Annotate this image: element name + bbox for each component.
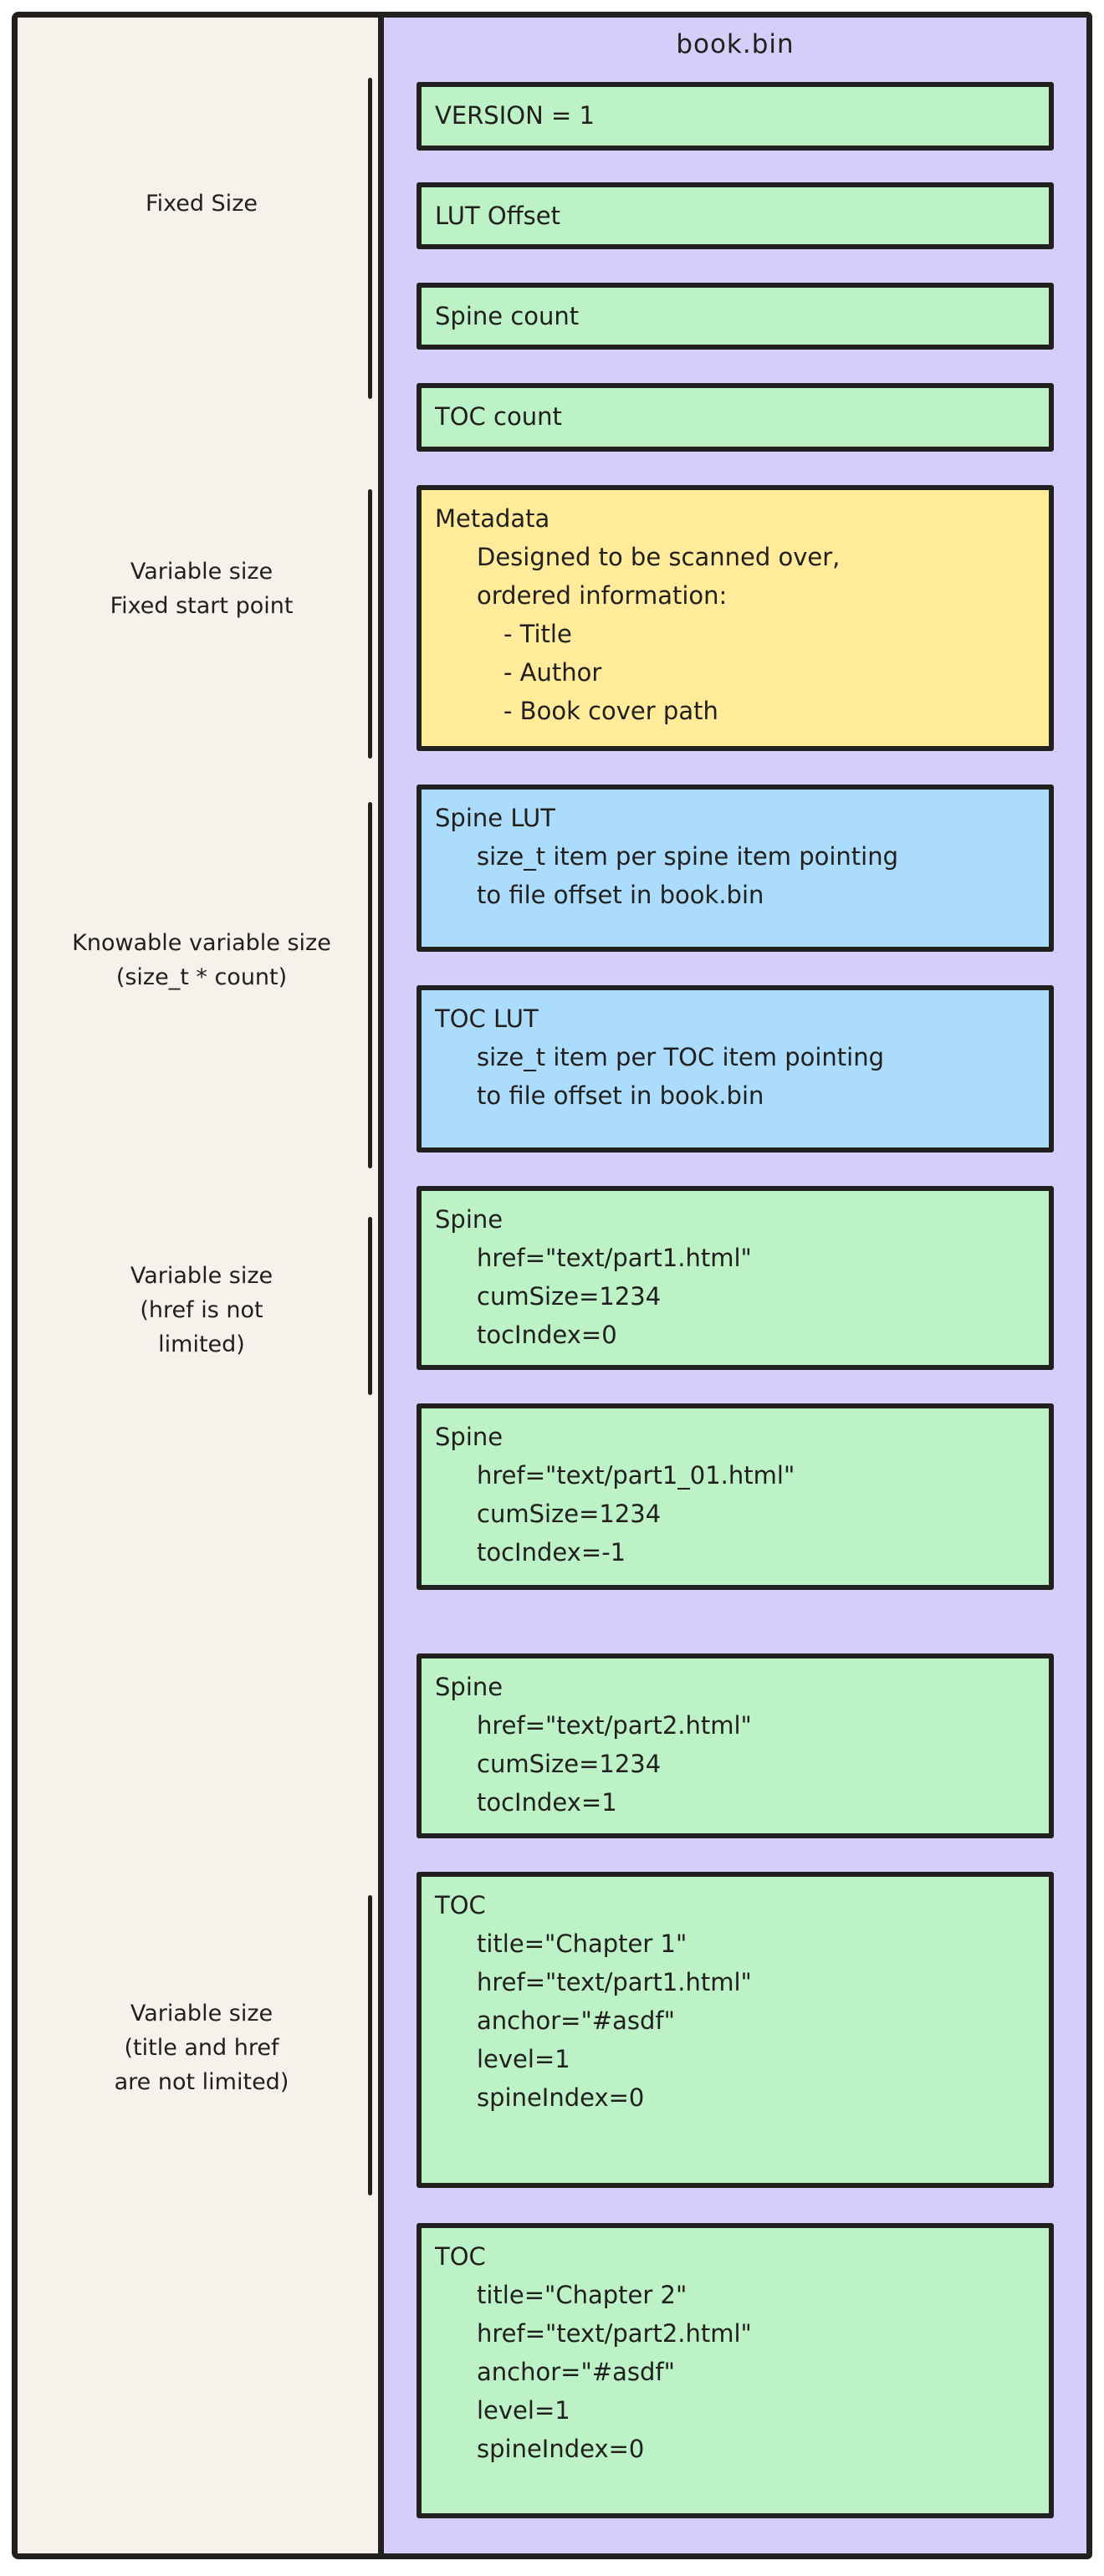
block-toc-lut: TOC LUT size_t item per TOC item pointin… (417, 985, 1054, 1153)
record-line: cumSize=1234 (477, 1282, 662, 1311)
label-line: are not limited) (114, 2069, 289, 2095)
record-line: to file offset in book.bin (477, 881, 764, 909)
record-title: TOC LUT (435, 1004, 539, 1033)
label-line: (href is not (140, 1297, 263, 1323)
block-lut-offset: LUT Offset (417, 182, 1054, 249)
record-line: level=1 (477, 2045, 570, 2073)
bracket-variable-href (368, 1217, 372, 1395)
block-toc-count: TOC count (417, 383, 1054, 452)
block-version: VERSION = 1 (417, 82, 1054, 151)
block-spine-lut: Spine LUT size_t item per spine item poi… (417, 785, 1054, 952)
record-line: tocIndex=1 (477, 1788, 617, 1817)
record-line: size_t item per spine item pointing (477, 842, 899, 871)
label-knowable-variable: Knowable variable size (size_t * count) (43, 926, 360, 994)
record-line: title="Chapter 2" (477, 2281, 687, 2309)
block-spine-3: Spine href="text/part2.html" cumSize=123… (417, 1653, 1054, 1838)
block-toc-1: TOC title="Chapter 1" href="text/part1.h… (417, 1872, 1054, 2188)
block-spine-2: Spine href="text/part1_01.html" cumSize=… (417, 1403, 1054, 1590)
label-line: Variable size (130, 2001, 273, 2027)
record-line: - Author (503, 658, 602, 687)
label-variable-fixed-start: Variable size Fixed start point (43, 555, 360, 623)
block-spine-1: Spine href="text/part1.html" cumSize=123… (417, 1186, 1054, 1370)
label-line: (title and href (124, 2035, 279, 2061)
record-line: to file offset in book.bin (477, 1081, 764, 1110)
bin-container: book.bin VERSION = 1 LUT Offset Spine co… (378, 12, 1092, 2559)
block-spine-count: Spine count (417, 283, 1054, 350)
record-line: title="Chapter 1" (477, 1929, 687, 1958)
record-line: tocIndex=0 (477, 1321, 617, 1349)
field-label: TOC count (435, 402, 562, 431)
label-fixed-size: Fixed Size (43, 187, 360, 221)
record-line: - Book cover path (503, 697, 718, 725)
bin-file-title: book.bin (676, 29, 795, 59)
record-line: href="text/part1_01.html" (477, 1461, 795, 1490)
record-line: spineIndex=0 (477, 2435, 645, 2463)
record-line: Designed to be scanned over, (477, 543, 841, 571)
record-line: href="text/part1.html" (477, 1968, 752, 1996)
record-line: spineIndex=0 (477, 2083, 645, 2112)
record-title: Spine (435, 1673, 503, 1701)
bracket-knowable-variable (368, 802, 372, 1168)
field-label: LUT Offset (435, 202, 560, 230)
record-line: href="text/part2.html" (477, 1711, 752, 1740)
bracket-fixed-size (368, 78, 372, 399)
label-line: Knowable variable size (72, 930, 331, 956)
block-toc-2: TOC title="Chapter 2" href="text/part2.h… (417, 2223, 1054, 2518)
record-title: Metadata (435, 504, 550, 533)
field-label: Spine count (435, 302, 580, 330)
label-line: (size_t * count) (115, 964, 288, 990)
label-line: Fixed Size (146, 191, 258, 217)
record-line: href="text/part2.html" (477, 2319, 752, 2348)
record-line: ordered information: (477, 581, 728, 610)
record-line: anchor="#asdf" (477, 2006, 675, 2035)
bracket-variable-fixed-start (368, 489, 372, 759)
record-title: Spine (435, 1205, 503, 1234)
record-line: anchor="#asdf" (477, 2358, 675, 2386)
field-label: VERSION = 1 (435, 101, 595, 130)
record-line: tocIndex=-1 (477, 1538, 626, 1567)
record-line: href="text/part1.html" (477, 1244, 752, 1272)
label-variable-href: Variable size (href is not limited) (43, 1259, 360, 1362)
record-line: - Title (503, 620, 572, 648)
label-line: limited) (158, 1331, 245, 1357)
bracket-variable-title-href (368, 1895, 372, 2195)
label-line: Variable size (130, 559, 273, 585)
record-line: cumSize=1234 (477, 1500, 662, 1528)
record-title: Spine (435, 1423, 503, 1451)
record-line: level=1 (477, 2396, 570, 2425)
label-line: Variable size (130, 1263, 273, 1289)
record-line: size_t item per TOC item pointing (477, 1043, 884, 1071)
record-line: cumSize=1234 (477, 1750, 662, 1778)
record-title: TOC (435, 2242, 486, 2271)
record-title: Spine LUT (435, 804, 555, 832)
label-variable-title-href: Variable size (title and href are not li… (43, 1996, 360, 2099)
block-metadata: Metadata Designed to be scanned over, or… (417, 485, 1054, 751)
label-line: Fixed start point (110, 593, 294, 619)
record-title: TOC (435, 1891, 486, 1919)
